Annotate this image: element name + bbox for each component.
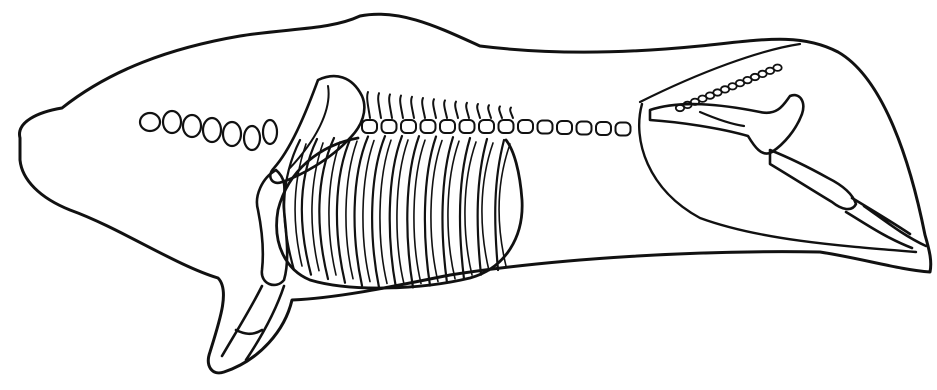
- vertebra: [479, 120, 494, 133]
- pelvis-ilium: [700, 112, 744, 126]
- spinous-process: [455, 102, 458, 118]
- vertebra: [421, 120, 436, 133]
- ribcage-outline: [277, 138, 523, 288]
- hindquarter-top-line: [640, 44, 800, 102]
- vertebra: [557, 121, 572, 134]
- rib-inner-edge: [499, 144, 510, 266]
- rib-inner-edge: [329, 142, 340, 275]
- vertebra: [518, 120, 533, 133]
- vertebra: [499, 120, 514, 133]
- spine-vertebrae: [362, 120, 631, 136]
- vertebra: [382, 120, 397, 133]
- hind-shank: [846, 198, 926, 248]
- carcass-outline: [20, 14, 931, 373]
- cervical-vertebra: [223, 122, 241, 146]
- rib-inner-edge: [482, 143, 493, 271]
- spinous-process: [433, 99, 436, 118]
- cervical-vertebra: [244, 126, 260, 150]
- spinous-process: [488, 105, 491, 118]
- cervical-vertebra: [263, 120, 277, 144]
- cervical-vertebra: [163, 111, 181, 133]
- femur: [770, 150, 856, 209]
- rib-inner-edge: [431, 141, 442, 282]
- ribs: [284, 136, 510, 288]
- tail-vertebra: [773, 65, 781, 71]
- spinous-process: [389, 94, 392, 118]
- vertebra: [577, 122, 592, 135]
- spinous-process: [466, 103, 469, 118]
- neck-vertebrae: [140, 111, 277, 150]
- cervical-vertebra: [203, 118, 221, 142]
- pelvis: [650, 95, 803, 154]
- rib-inner-edge: [448, 141, 459, 279]
- cervical-vertebra: [140, 113, 160, 131]
- spinous-process: [422, 98, 425, 118]
- humerus: [257, 170, 287, 285]
- vertebra: [362, 120, 377, 133]
- spinous-process: [499, 106, 502, 118]
- spinous-process: [444, 100, 447, 118]
- vertebra: [596, 122, 611, 135]
- spinous-processes: [367, 92, 513, 118]
- spinous-process: [367, 92, 370, 118]
- spinous-process: [411, 97, 414, 118]
- rib-inner-edge: [465, 142, 476, 275]
- vertebra: [616, 123, 631, 136]
- vertebra: [460, 120, 475, 133]
- vertebra: [538, 121, 553, 134]
- spinous-process: [477, 104, 480, 118]
- vertebra: [440, 120, 455, 133]
- spinous-process: [510, 108, 513, 118]
- spinous-process: [400, 96, 403, 118]
- spinous-process: [378, 93, 381, 118]
- forearm: [222, 286, 284, 360]
- rib: [302, 139, 317, 275]
- vertebra: [401, 120, 416, 133]
- cervical-vertebra: [183, 115, 201, 137]
- rib-inner-edge: [414, 140, 425, 283]
